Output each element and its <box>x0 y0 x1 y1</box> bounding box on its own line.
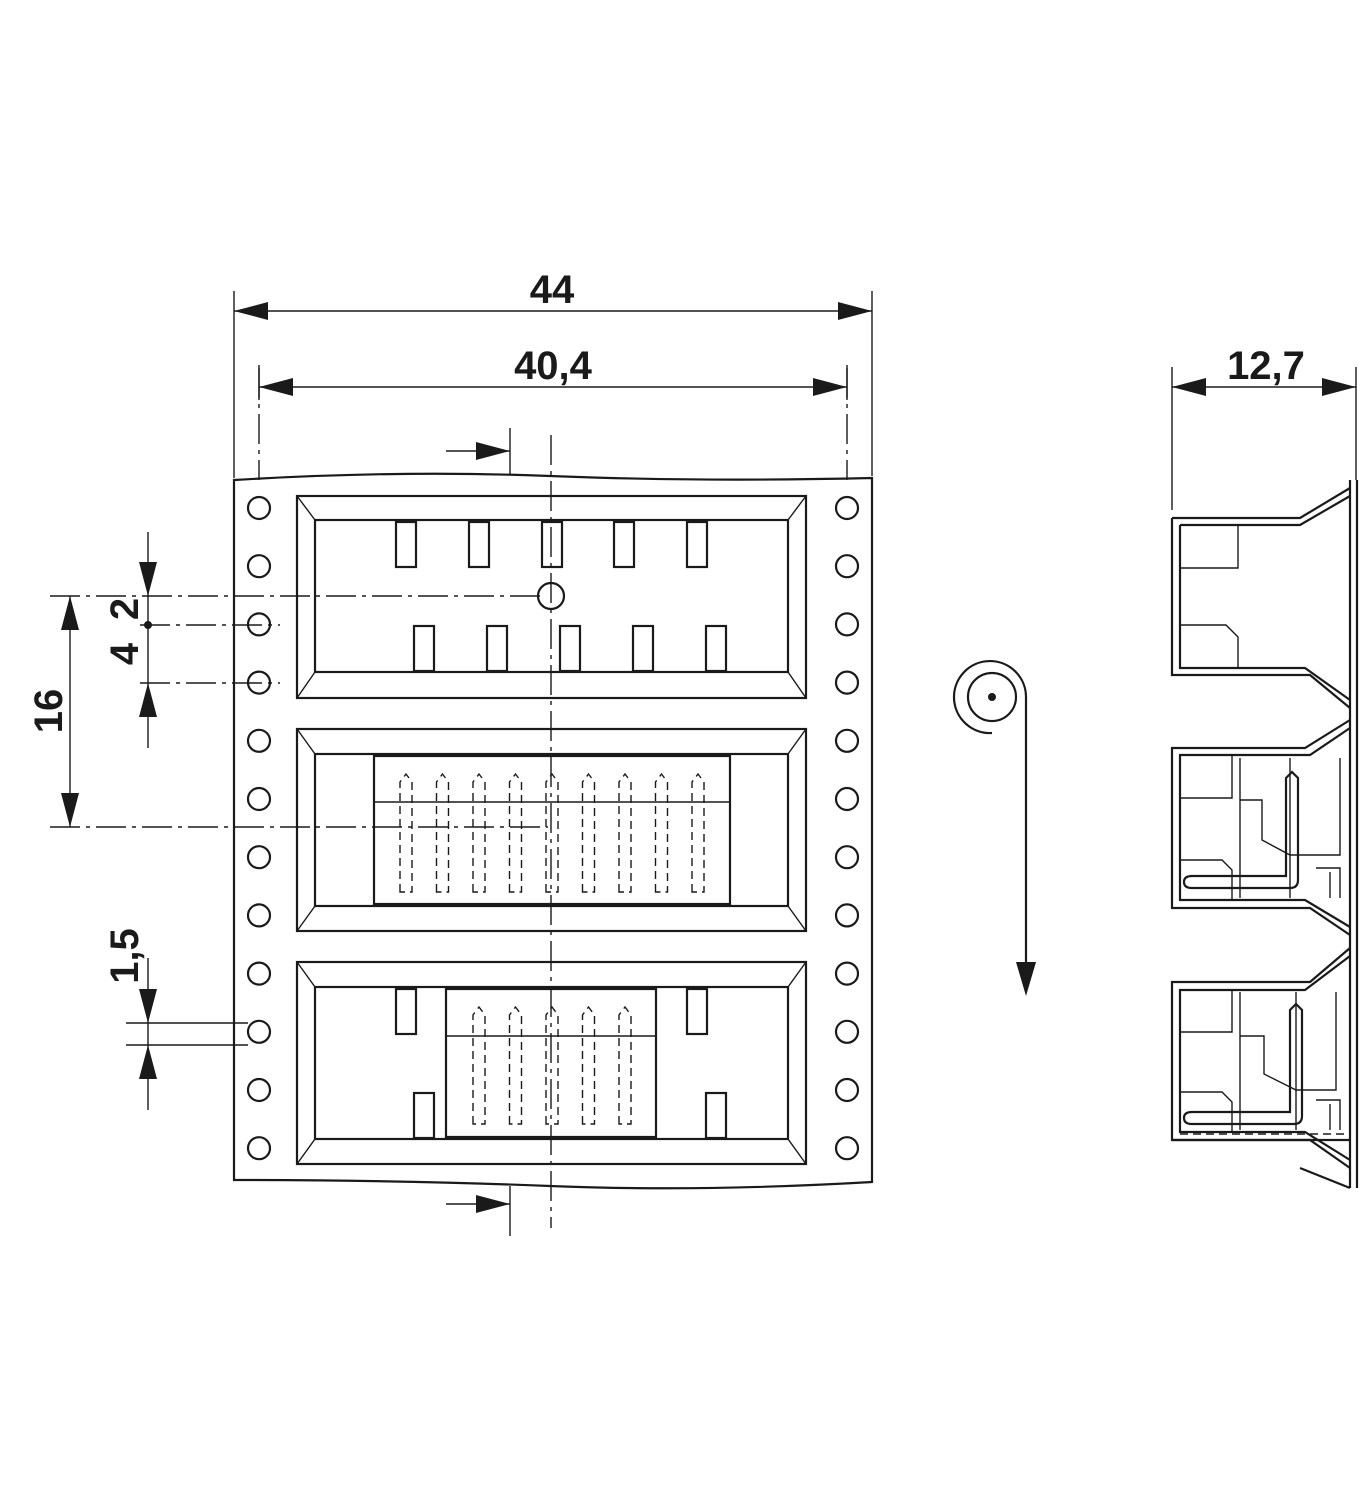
inner-width-label: 40,4 <box>514 344 593 388</box>
sprocket-hole <box>834 786 860 812</box>
sprocket-hole <box>834 728 860 753</box>
dimension-overall-width: 44 <box>233 268 873 478</box>
dimension-hole-diameter: 1,5 <box>103 928 248 1110</box>
sprocket-holes-right <box>834 495 860 1161</box>
hole-spacing-label: 4 <box>103 642 147 665</box>
connector-pin <box>618 1005 632 1125</box>
sprocket-hole <box>246 903 272 928</box>
sprocket-hole <box>246 1077 272 1103</box>
connector-pin <box>545 1005 559 1125</box>
sprocket-hole <box>834 1077 860 1103</box>
dimension-hole-spacing: 2 4 <box>103 532 280 748</box>
sprocket-hole <box>246 786 272 812</box>
sprocket-hole <box>834 903 860 928</box>
connector-pin <box>472 1005 486 1125</box>
connector-pin <box>581 1005 596 1125</box>
connector-pin <box>654 772 669 893</box>
dimension-pitch: 16 <box>27 595 548 828</box>
sprocket-hole <box>246 1019 272 1044</box>
sprocket-hole <box>834 845 860 870</box>
connector-pin <box>691 772 705 893</box>
side-width-label: 12,7 <box>1227 344 1305 388</box>
carrier-tape-side-view: 12,7 <box>1170 344 1359 1190</box>
carrier-tape-front-view <box>232 368 874 1236</box>
connector-pin <box>618 772 632 893</box>
sprocket-hole <box>246 845 272 870</box>
connector-pin <box>508 772 523 893</box>
sprocket-hole <box>834 1019 860 1044</box>
overall-width-label: 44 <box>530 268 575 312</box>
hole-diameter-label: 1,5 <box>103 928 147 984</box>
unwind-direction-icon <box>952 660 1036 996</box>
pocket-3 <box>295 960 808 1166</box>
sprocket-hole <box>834 495 860 521</box>
connector-pin <box>435 772 450 893</box>
pocket-1 <box>295 494 808 700</box>
pocket-2 <box>295 727 808 933</box>
sprocket-hole <box>246 961 272 986</box>
sprocket-hole <box>834 1136 860 1161</box>
sprocket-hole <box>246 554 272 579</box>
sprocket-hole <box>834 961 860 986</box>
sprocket-hole <box>246 1136 272 1161</box>
dimension-side-width: 12,7 <box>1171 344 1357 510</box>
connector-pin <box>472 772 486 893</box>
sprocket-hole <box>834 554 860 579</box>
sprocket-hole <box>246 495 272 521</box>
connector-pin <box>508 1005 523 1125</box>
connector-pin <box>399 772 413 893</box>
sprocket-hole <box>246 728 272 753</box>
hole-offset-label: 2 <box>103 598 147 620</box>
pitch-label: 16 <box>27 689 71 734</box>
sprocket-hole <box>834 670 860 695</box>
sprocket-hole <box>834 612 860 637</box>
connector-pin <box>581 772 596 893</box>
dimension-inner-width: 40,4 <box>258 344 848 400</box>
connector-pin <box>545 772 559 893</box>
